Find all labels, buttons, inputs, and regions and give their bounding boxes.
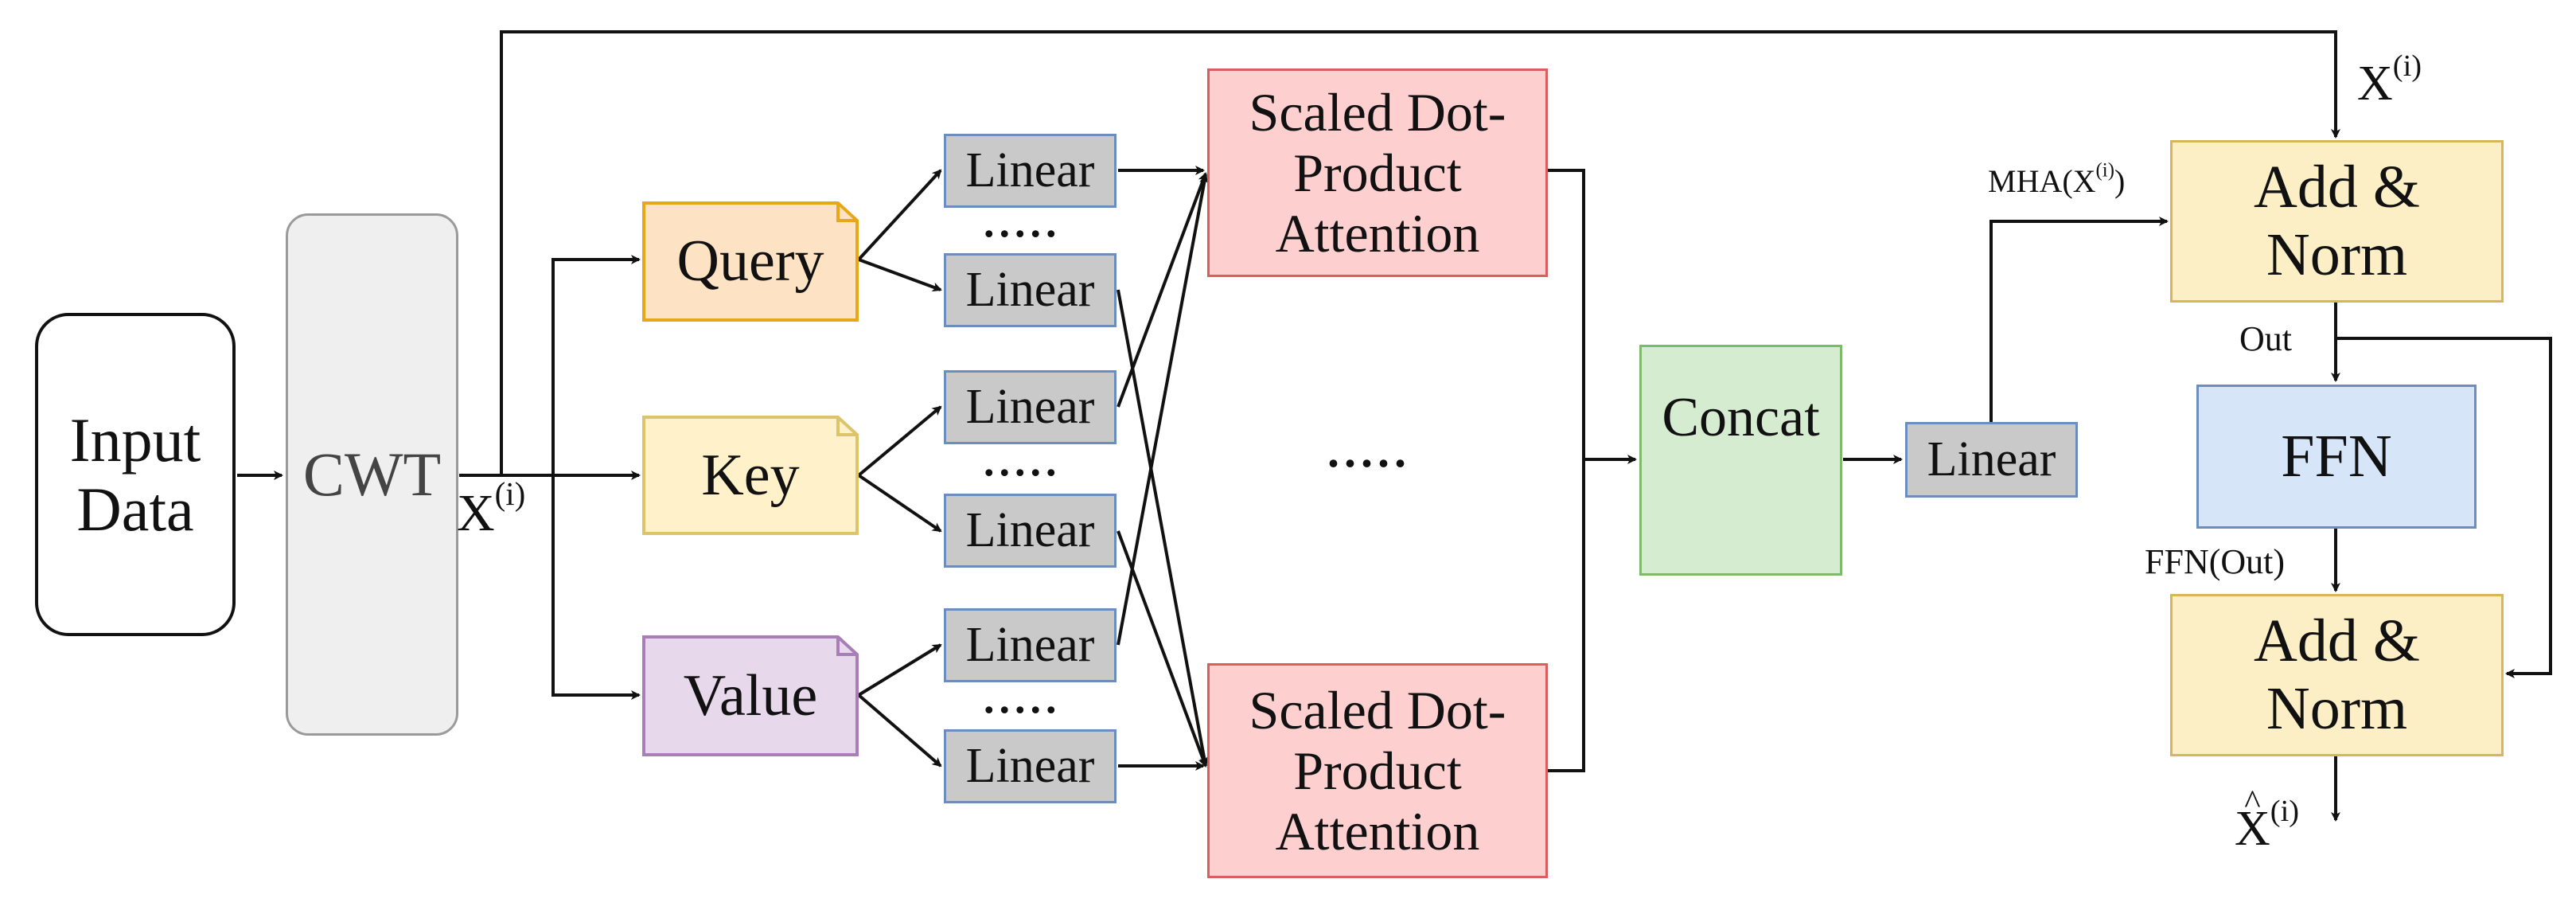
arrow-residual-out — [2336, 337, 2552, 678]
add-norm-box-2: Add & Norm — [2170, 594, 2504, 756]
x-input-label: X(i) — [457, 476, 526, 542]
arrow-query-linear1 — [857, 169, 942, 261]
query-box: Query — [676, 228, 824, 295]
concat-box: Concat — [1639, 345, 1842, 576]
arrow-split-query — [551, 255, 641, 475]
arrow-split-value — [551, 475, 641, 700]
x-hat-output-label: X(i) — [2235, 796, 2299, 853]
key-shape — [642, 416, 859, 535]
arrow-query-linear2 — [858, 258, 942, 292]
arrow-key-linear3 — [857, 405, 942, 477]
arrow-value-linear5 — [857, 643, 942, 697]
arrow-linear-addnorm — [1989, 217, 2169, 422]
attention-box-top: Scaled Dot- Product Attention — [1207, 68, 1548, 277]
x-residual-label: X(i) — [2357, 49, 2422, 111]
arrow-residual-top — [500, 30, 2340, 475]
dots-value: ..... — [984, 674, 1062, 722]
dots-key: ..... — [984, 437, 1062, 485]
output-linear-box: Linear — [1905, 422, 2078, 498]
linear-box-4: Linear — [944, 494, 1117, 568]
arrow-linear4-att2 — [1117, 530, 1208, 768]
linear-box-1: Linear — [944, 134, 1117, 208]
value-shape — [642, 635, 859, 756]
ffn-box: FFN — [2196, 385, 2477, 529]
linear-box-2: Linear — [944, 253, 1117, 327]
arrow-linear2-att2 — [1117, 289, 1210, 768]
dots-heads: ..... — [1327, 424, 1411, 477]
add-norm-box-1: Add & Norm — [2170, 140, 2504, 303]
arrow-att1-concat — [1548, 169, 1585, 459]
linear-box-5: Linear — [944, 608, 1117, 682]
arrow-att2-concat — [1548, 459, 1585, 772]
mha-label: MHA(X(i)) — [1988, 159, 2126, 199]
out-label: Out — [2239, 319, 2292, 358]
value-box: Value — [683, 662, 818, 728]
attention-box-bottom: Scaled Dot- Product Attention — [1207, 663, 1548, 878]
linear-box-3: Linear — [944, 370, 1117, 444]
input-data-box: Input Data — [35, 313, 236, 636]
dots-query: ..... — [984, 198, 1062, 246]
key-box: Key — [701, 442, 800, 508]
arrow-key-linear4 — [857, 474, 942, 533]
cwt-box: CWT — [286, 213, 458, 736]
x-hat-symbol: X — [2235, 804, 2270, 853]
ffn-out-label: FFN(Out) — [2145, 542, 2286, 581]
linear-box-6: Linear — [944, 729, 1117, 803]
query-shape — [642, 201, 859, 322]
arrow-value-linear6 — [857, 693, 942, 768]
